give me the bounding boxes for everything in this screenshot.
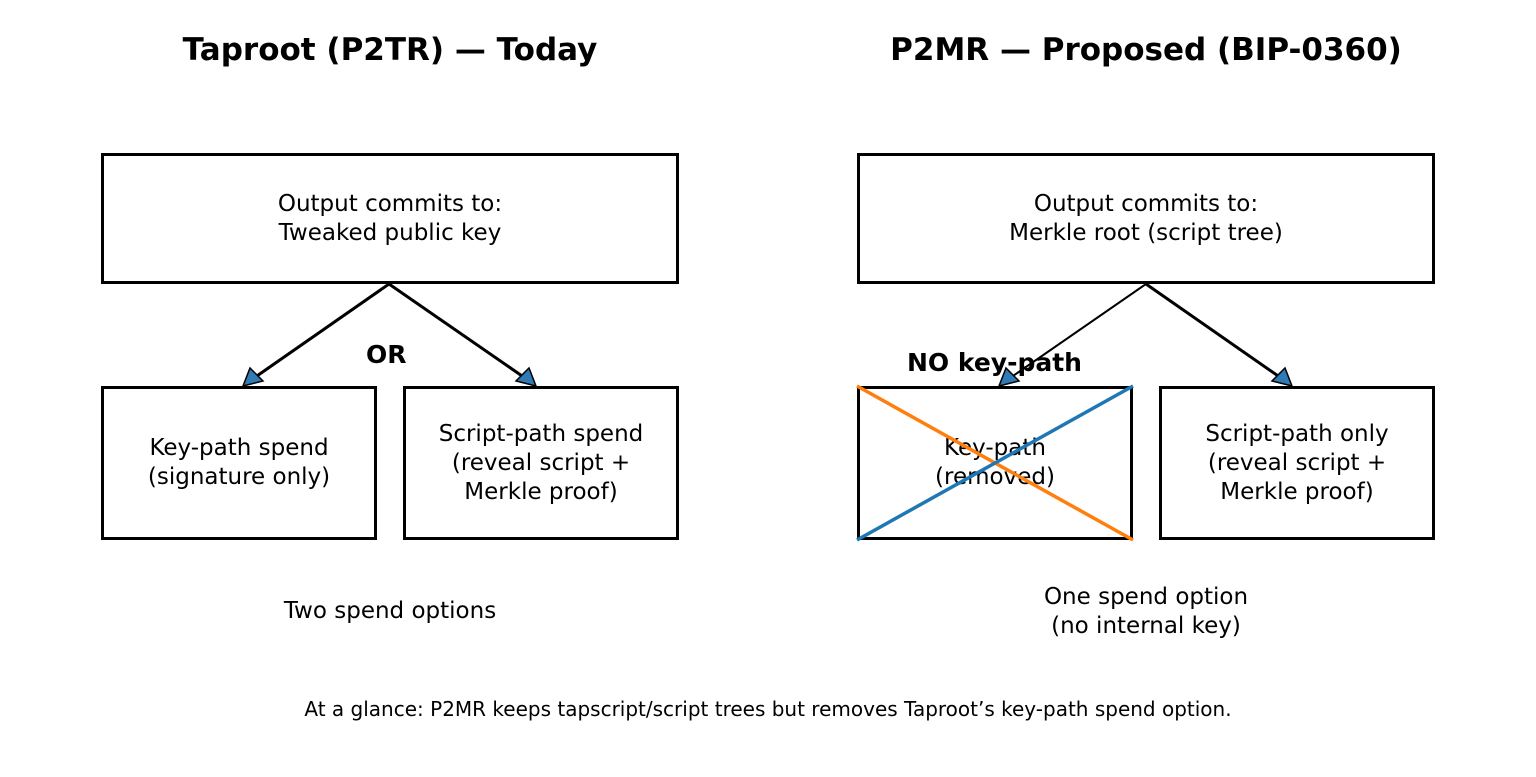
- p2tr-arrowhead-keypath: [241, 366, 265, 388]
- p2mr-caption-line2: (no internal key): [1051, 613, 1241, 639]
- p2tr-caption: Two spend options: [283, 598, 497, 624]
- p2tr-arrow-keypath: [253, 282, 390, 380]
- right-panel-title: P2MR — Proposed (BIP-0360): [890, 32, 1402, 68]
- p2tr-output-line1: Output commits to:: [277, 190, 503, 217]
- p2mr-scriptpath-line2: (reveal script +: [1207, 449, 1387, 476]
- p2mr-scriptpath-line3: Merkle proof): [1220, 478, 1374, 505]
- p2tr-keypath-line1: Key-path spend: [149, 435, 329, 461]
- p2mr-arrowhead-removed: [997, 366, 1021, 388]
- p2mr-caption-line1: One spend option: [1043, 584, 1249, 610]
- p2tr-scriptpath-line2: (reveal script +: [451, 449, 631, 476]
- p2mr-output-line1: Output commits to:: [1033, 190, 1259, 217]
- p2tr-keypath-line2: (signature only): [147, 464, 331, 490]
- no-keypath-label: NO key-path: [907, 348, 1082, 377]
- p2tr-arrowhead-scriptpath: [514, 366, 538, 388]
- p2mr-arrowhead-scriptpath: [1270, 366, 1294, 388]
- p2mr-removed-line1: Key-path: [944, 435, 1046, 461]
- p2tr-arrow-scriptpath: [388, 282, 526, 380]
- p2mr-arrow-scriptpath: [1145, 282, 1282, 380]
- p2mr-arrow-removed: [1009, 283, 1147, 379]
- cross-blue-line: [856, 384, 1134, 542]
- p2mr-scriptpath-line1: Script-path only: [1205, 420, 1389, 447]
- p2mr-output-line2: Merkle root (script tree): [1009, 219, 1283, 246]
- or-label: OR: [366, 340, 407, 369]
- p2mr-output-box: Output commits to: Merkle root (script t…: [857, 153, 1435, 284]
- footer-summary: At a glance: P2MR keeps tapscript/script…: [304, 697, 1232, 721]
- p2tr-scriptpath-line3: Merkle proof): [464, 478, 618, 505]
- p2tr-scriptpath-box: Script-path spend (reveal script + Merkl…: [403, 386, 679, 540]
- left-panel-title: Taproot (P2TR) — Today: [182, 32, 598, 68]
- p2tr-keypath-box: Key-path spend (signature only): [101, 386, 377, 540]
- p2tr-output-line2: Tweaked public key: [278, 219, 502, 246]
- p2mr-scriptpath-box: Script-path only (reveal script + Merkle…: [1159, 386, 1435, 540]
- p2tr-output-box: Output commits to: Tweaked public key: [101, 153, 679, 284]
- p2mr-caption: One spend option (no internal key): [946, 583, 1346, 641]
- p2tr-scriptpath-line1: Script-path spend: [438, 420, 644, 447]
